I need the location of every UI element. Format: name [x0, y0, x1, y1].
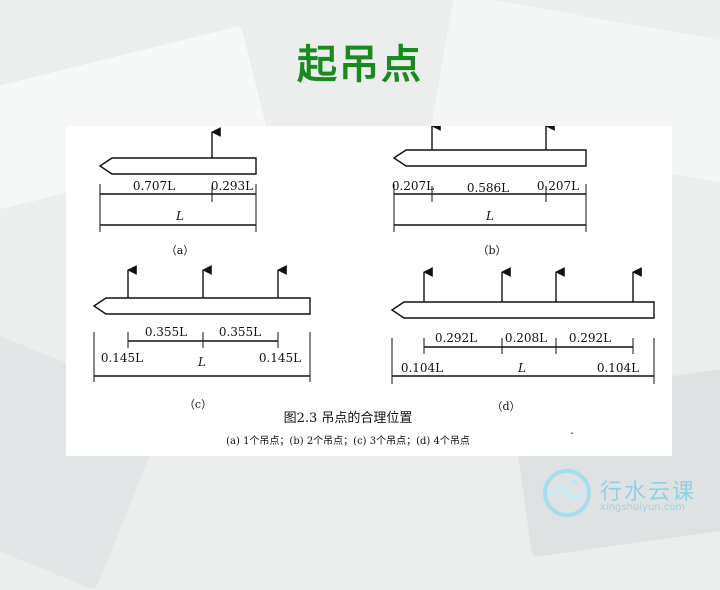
brand-domain: xingshuiyun.com — [600, 502, 686, 513]
beam-d — [390, 301, 655, 319]
dimension-label: 0.145L — [101, 351, 143, 365]
dimension-label: 0.104L — [597, 361, 639, 375]
dimension-label: 0.104L — [401, 361, 443, 375]
dimension-label: 0.208L — [505, 331, 547, 345]
panel-label: （b） — [477, 244, 506, 257]
dimension-label: L — [197, 355, 206, 369]
dimension-label: L — [485, 209, 494, 223]
dimension-label: 0.292L — [435, 331, 477, 345]
panel-label: （a） — [166, 244, 195, 257]
dimension-label: L — [175, 209, 184, 223]
figure-caption-title: 图2.3 吊点的合理位置 — [284, 410, 413, 426]
dimension-label: 0.355L — [219, 325, 261, 339]
dimension-label: L — [517, 361, 526, 375]
panel-label: （d） — [491, 400, 520, 413]
dimension-label: 0.355L — [145, 325, 187, 339]
beam-c — [92, 297, 311, 315]
beam-b — [392, 149, 587, 167]
brand-logo: 行水云课 xingshuiyun.com — [540, 466, 710, 522]
panel-label: （c） — [184, 398, 212, 411]
lifting-points-figure: 0.707L 0.293L L （a） 0.207L 0.586L 0.207L… — [66, 126, 672, 456]
dimension-label: 0.292L — [569, 331, 611, 345]
beam-a — [98, 157, 257, 175]
figure-caption-subtitle: (a) 1个吊点；(b) 2个吊点；(c) 3个吊点；(d) 4个吊点 — [226, 435, 470, 447]
dimension-label: 0.707L — [133, 179, 175, 193]
dimension-label: 0.207L — [537, 179, 579, 193]
dimension-label: 0.145L — [259, 351, 301, 365]
dimension-label: 0.586L — [467, 181, 509, 195]
slide-title: 起吊点 — [297, 42, 423, 88]
dimension-label: 0.293L — [211, 179, 253, 193]
lifting-points-diagram: 0.707L 0.293L L （a） 0.207L 0.586L 0.207L… — [92, 126, 655, 447]
water-wave-icon — [543, 469, 591, 517]
brand-name: 行水云课 — [600, 480, 697, 505]
dimension-label: 0.207L — [392, 179, 434, 193]
stray-mark: - — [570, 428, 573, 439]
